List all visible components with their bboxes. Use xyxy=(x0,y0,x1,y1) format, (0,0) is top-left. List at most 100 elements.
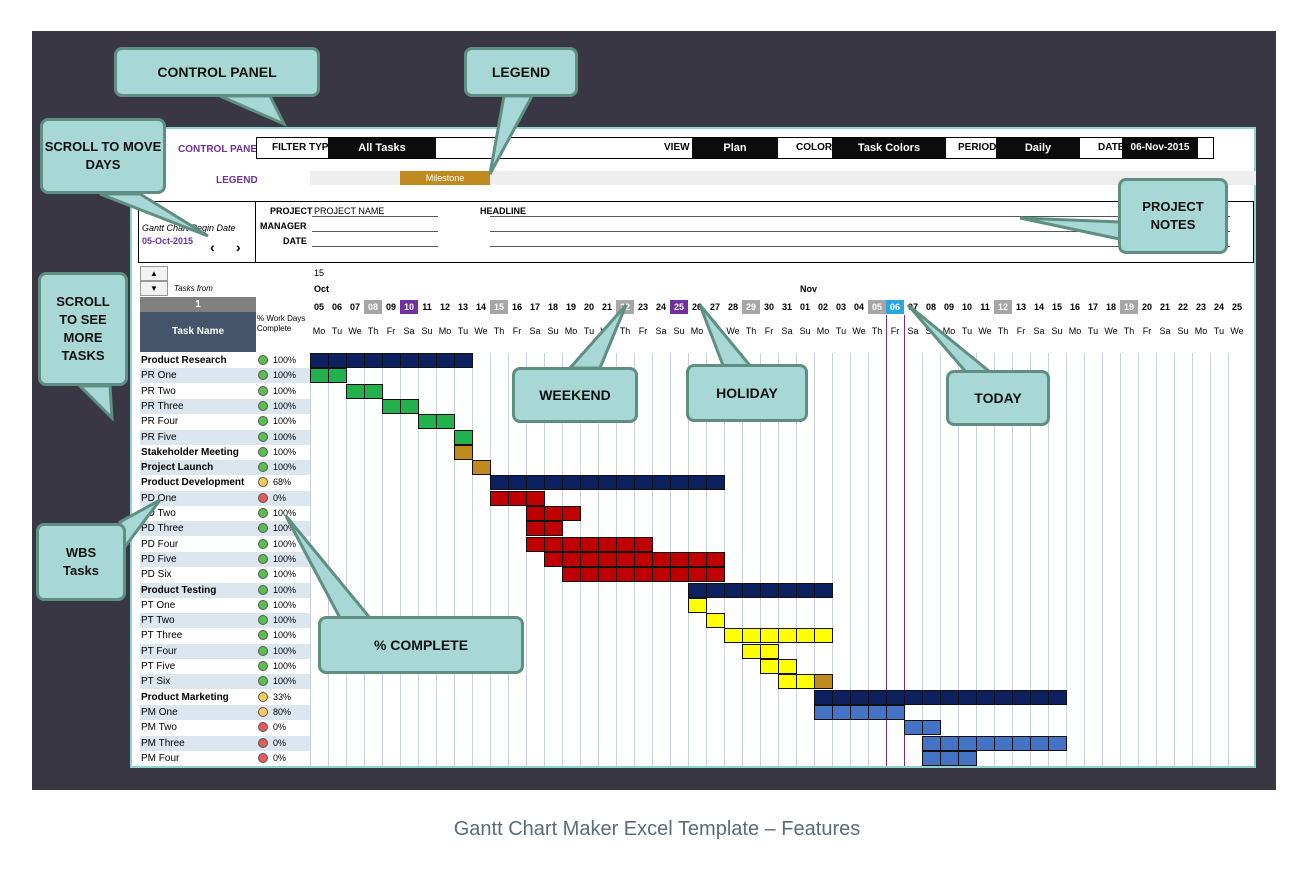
day-number: 03 xyxy=(835,302,846,312)
status-dot-icon xyxy=(258,722,268,732)
task-name[interactable]: PD Six xyxy=(140,567,256,582)
day-number: 16 xyxy=(511,302,522,312)
control-panel-label: CONTROL PANEL xyxy=(178,144,264,155)
chevron-left-icon[interactable]: ‹ xyxy=(210,239,215,255)
gantt-bar-cell[interactable] xyxy=(400,399,419,414)
gantt-bar-cell[interactable] xyxy=(1048,736,1067,751)
task-name[interactable]: PM Four xyxy=(140,751,256,766)
gantt-bar-cell[interactable] xyxy=(472,460,491,475)
tasks-from-value[interactable]: 1 xyxy=(140,297,256,312)
day-number: 21 xyxy=(601,302,612,312)
task-name[interactable]: Product Testing xyxy=(140,583,256,598)
task-name[interactable]: PR Three xyxy=(140,399,256,414)
gantt-bar-cell[interactable] xyxy=(706,567,725,582)
gantt-bar-cell[interactable] xyxy=(706,475,725,490)
pct-complete-cell: 100% xyxy=(256,384,310,399)
gantt-bar-cell[interactable] xyxy=(688,598,707,613)
day-number: 12 xyxy=(994,300,1012,314)
task-name[interactable]: PT Four xyxy=(140,644,256,659)
gantt-bar-cell[interactable] xyxy=(544,521,563,536)
task-name[interactable]: PD Four xyxy=(140,537,256,552)
task-name[interactable]: PD Two xyxy=(140,506,256,521)
pct-complete-cell: 33% xyxy=(256,690,310,705)
task-name[interactable]: PD Five xyxy=(140,552,256,567)
grid-column-line xyxy=(1120,353,1121,766)
task-name[interactable]: PM Two xyxy=(140,720,256,735)
task-name[interactable]: Product Research xyxy=(140,353,256,368)
colors-select[interactable]: Task Colors xyxy=(832,138,946,158)
task-name[interactable]: PT One xyxy=(140,598,256,613)
day-name: Sa xyxy=(907,326,919,336)
grid-column-line xyxy=(814,353,815,766)
gantt-bar-cell[interactable] xyxy=(454,353,473,368)
task-name[interactable]: PT Five xyxy=(140,659,256,674)
gantt-bar-cell[interactable] xyxy=(814,628,833,643)
view-select[interactable]: Plan xyxy=(692,138,778,158)
gantt-bar-cell[interactable] xyxy=(706,552,725,567)
task-name[interactable]: Project Launch xyxy=(140,460,256,475)
gantt-bar-cell[interactable] xyxy=(778,659,797,674)
milestone-marker[interactable] xyxy=(814,674,833,689)
gantt-bar-cell[interactable] xyxy=(922,720,941,735)
pct-complete-cell: 68% xyxy=(256,475,310,490)
day-name: Th xyxy=(367,326,379,336)
pct-value: 100% xyxy=(273,462,297,472)
grid-column-line xyxy=(328,353,329,766)
pct-complete-cell: 0% xyxy=(256,751,310,766)
pct-value: 0% xyxy=(273,493,287,503)
task-name[interactable]: PT Three xyxy=(140,628,256,643)
task-name[interactable]: PD Three xyxy=(140,521,256,536)
task-name[interactable]: PT Six xyxy=(140,674,256,689)
gantt-bar-cell[interactable] xyxy=(1048,690,1067,705)
pct-complete-cell: 100% xyxy=(256,460,310,475)
task-name-header: Task Name xyxy=(140,312,256,352)
filter-type-select[interactable]: All Tasks xyxy=(328,138,436,158)
gantt-bar-cell[interactable] xyxy=(328,368,347,383)
gantt-bar-cell[interactable] xyxy=(706,613,725,628)
gantt-bar-cell[interactable] xyxy=(886,705,905,720)
day-number: 10 xyxy=(961,302,972,312)
grid-column-line xyxy=(1084,353,1085,766)
gantt-bar-cell[interactable] xyxy=(760,644,779,659)
gantt-bar-cell[interactable] xyxy=(958,751,977,766)
triangle-up-icon[interactable]: ▲ xyxy=(140,266,168,281)
status-dot-icon xyxy=(258,585,268,595)
task-name[interactable]: PD One xyxy=(140,491,256,506)
gantt-bar-cell[interactable] xyxy=(814,583,833,598)
task-name[interactable]: PT Two xyxy=(140,613,256,628)
gantt-bar-cell[interactable] xyxy=(454,430,473,445)
date-input[interactable]: 06-Nov-2015 xyxy=(1122,138,1198,158)
task-name[interactable]: Product Marketing xyxy=(140,690,256,705)
gantt-bar-cell[interactable] xyxy=(526,491,545,506)
day-number: 19 xyxy=(1120,300,1138,314)
project-label: PROJECT xyxy=(270,206,313,216)
gantt-bar-cell[interactable] xyxy=(436,414,455,429)
project-name-value[interactable]: PROJECT NAME xyxy=(314,206,385,216)
task-name[interactable]: PR Two xyxy=(140,384,256,399)
triangle-down-icon[interactable]: ▼ xyxy=(140,281,168,296)
status-dot-icon xyxy=(258,646,268,656)
gantt-bar-cell[interactable] xyxy=(562,506,581,521)
day-name: Mo xyxy=(816,326,830,336)
period-select[interactable]: Daily xyxy=(996,138,1080,158)
status-dot-icon xyxy=(258,462,268,472)
chevron-right-icon[interactable]: › xyxy=(236,239,241,255)
task-name[interactable]: PM One xyxy=(140,705,256,720)
tasks-from-label: Tasks from xyxy=(174,284,213,293)
grid-column-line xyxy=(1228,353,1229,766)
day-name: Su xyxy=(799,326,811,336)
callout-scroll-tasks: SCROLL TO SEE MORE TASKS xyxy=(38,272,128,386)
day-name: Su xyxy=(1051,326,1063,336)
gantt-bar-cell[interactable] xyxy=(454,445,473,460)
gantt-bar-cell[interactable] xyxy=(634,537,653,552)
task-name[interactable]: PR Five xyxy=(140,430,256,445)
gantt-bar-cell[interactable] xyxy=(364,384,383,399)
task-name[interactable]: Stakeholder Meeting xyxy=(140,445,256,460)
task-name[interactable]: PM Three xyxy=(140,736,256,751)
task-name[interactable]: PR Four xyxy=(140,414,256,429)
day-name: Su xyxy=(547,326,559,336)
pct-complete-cell: 100% xyxy=(256,445,310,460)
pct-value: 100% xyxy=(273,401,297,411)
task-name[interactable]: Product Development xyxy=(140,475,256,490)
task-name[interactable]: PR One xyxy=(140,368,256,383)
